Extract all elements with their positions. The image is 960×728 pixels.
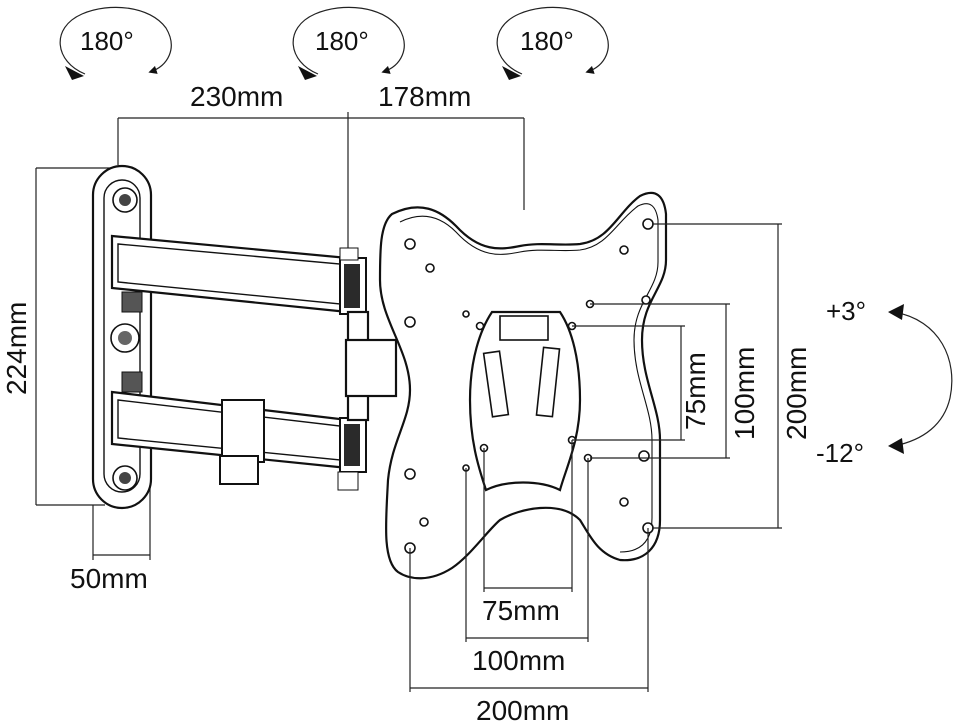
rotation-indicator-3: 180° (496, 6, 609, 80)
tilt-indicator: +3° -12° (816, 296, 953, 468)
arm-upper (110, 234, 367, 315)
rotation-indicator-2: 180° (292, 6, 405, 80)
wall-plate (91, 164, 153, 510)
tilt-down-label: -12° (816, 438, 864, 468)
arm-lower (110, 390, 367, 491)
dim-vesa-v200: 200mm (781, 347, 812, 440)
tilt-up-label: +3° (826, 296, 866, 326)
dim-arm-reach-first: 230mm (190, 81, 283, 112)
rotation-label-2: 180° (315, 26, 369, 56)
rotation-indicator-1: 180° (59, 6, 172, 80)
rotation-label-3: 180° (520, 26, 574, 56)
rotation-label-1: 180° (80, 26, 134, 56)
dim-vesa-h75: 75mm (482, 595, 560, 626)
dim-vesa-h200: 200mm (476, 695, 569, 726)
joint-column (344, 310, 398, 422)
dim-vesa-v75: 75mm (680, 352, 711, 430)
dim-arm-reach-second: 178mm (378, 81, 471, 112)
dim-vesa-v100: 100mm (729, 347, 760, 440)
vesa-plate (378, 191, 668, 580)
dim-wall-plate-width: 50mm (70, 563, 148, 594)
dim-wall-plate-height: 224mm (1, 302, 32, 395)
dim-vesa-h100: 100mm (472, 645, 565, 676)
